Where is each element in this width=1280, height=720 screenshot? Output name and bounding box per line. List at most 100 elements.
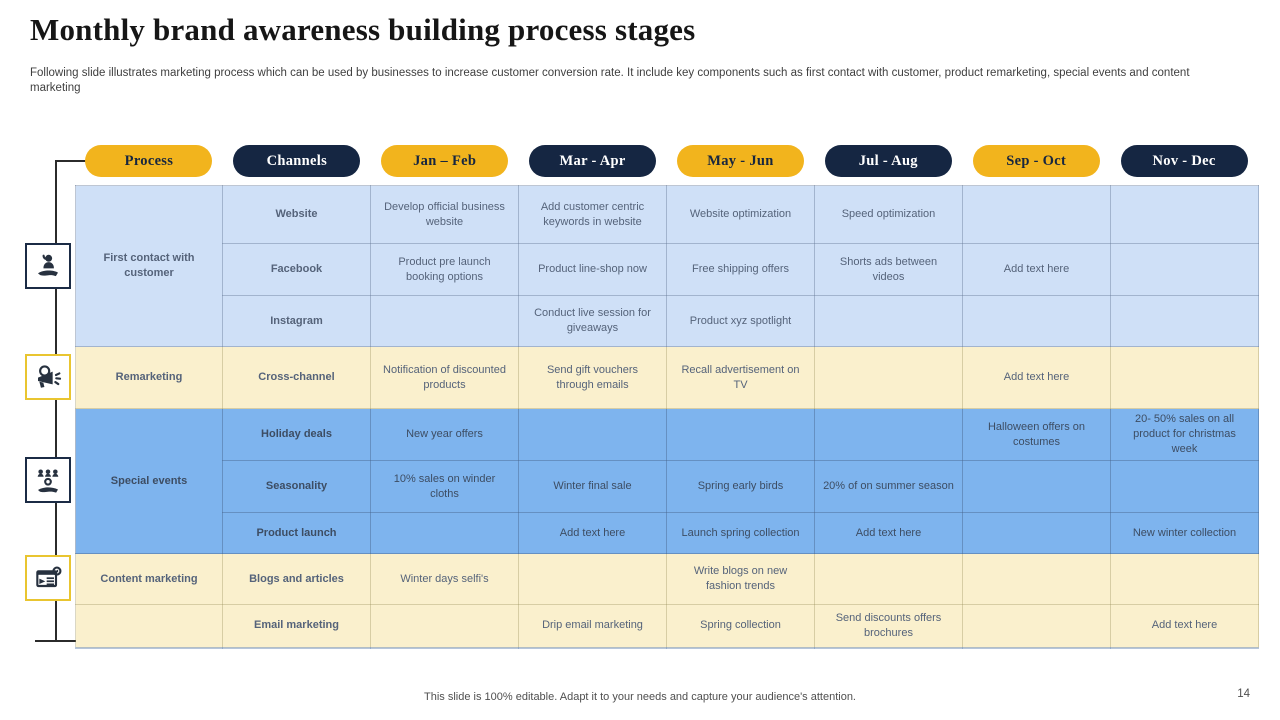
page-number: 14 — [1237, 688, 1250, 700]
header-pill-channels: Channels — [233, 145, 361, 177]
header-pill-mar-apr: Mar - Apr — [529, 145, 657, 177]
icon-box-remarketing — [25, 354, 71, 400]
table-cell — [962, 553, 1111, 605]
channel-cell: Product launch — [222, 512, 371, 554]
table-cell: Add text here — [814, 512, 963, 554]
table-cell: 10% sales on winder cloths — [370, 460, 519, 513]
table-cell: Notification of discounted products — [370, 346, 519, 409]
footer-note: This slide is 100% editable. Adapt it to… — [424, 691, 856, 703]
table-cell: Send discounts offers brochures — [814, 604, 963, 648]
header-pill-may-jun: May - Jun — [676, 145, 804, 177]
channel-cell: Cross-channel — [222, 346, 371, 409]
table-cell: Add customer centric keywords in website — [518, 185, 667, 244]
table-cell: Product xyz spotlight — [666, 295, 815, 347]
page-subtitle: Following slide illustrates marketing pr… — [30, 67, 1190, 95]
table-cell: Shorts ads between videos — [814, 243, 963, 296]
header-pill-jan-feb: Jan – Feb — [381, 145, 509, 177]
process-cell: First contact with customer — [75, 185, 223, 347]
table-cell — [962, 604, 1111, 648]
table-cell: Product line-shop now — [518, 243, 667, 296]
channel-cell: Instagram — [222, 295, 371, 347]
table-cell — [1110, 295, 1259, 347]
channel-cell: Blogs and articles — [222, 553, 371, 605]
table-row: Instagram Conduct live session for giveaw… — [76, 295, 1259, 347]
table-cell — [370, 512, 519, 554]
process-cell: Remarketing — [75, 346, 223, 409]
table-cell: Spring early birds — [666, 460, 815, 513]
table-cell: Website optimization — [666, 185, 815, 244]
connector-horizontal-top — [55, 160, 87, 162]
table-cell — [962, 185, 1111, 244]
table-cell: Halloween offers on costumes — [962, 408, 1111, 461]
connector-vertical — [55, 160, 57, 641]
table-cell: Conduct live session for giveaways — [518, 295, 667, 347]
table-cell: Develop official business website — [370, 185, 519, 244]
page-title: Monthly brand awareness building process… — [30, 12, 696, 47]
table-cell: Product pre launch booking options — [370, 243, 519, 296]
table-cell: 20% of on summer season — [814, 460, 963, 513]
table-cell: Drip email marketing — [518, 604, 667, 648]
process-cell: Special events — [75, 408, 223, 554]
channel-cell: Website — [222, 185, 371, 244]
table-cell — [962, 295, 1111, 347]
table-cell — [814, 295, 963, 347]
table-cell — [370, 295, 519, 347]
table-cell: Spring collection — [666, 604, 815, 648]
table-cell — [1110, 346, 1259, 409]
table-cell: Launch spring collection — [666, 512, 815, 554]
icon-box-first-contact — [25, 243, 71, 289]
table-cell — [814, 553, 963, 605]
channel-cell: Seasonality — [222, 460, 371, 513]
header-pill-nov-dec: Nov - Dec — [1120, 145, 1248, 177]
connector-bottom-cap — [35, 640, 77, 642]
table-cell: Recall advertisement on TV — [666, 346, 815, 409]
team-in-hand-icon — [37, 469, 59, 493]
header-pill-row: Process Channels Jan – Feb Mar - Apr May - J… — [75, 145, 1258, 177]
header-pill-sep-oct: Sep - Oct — [972, 145, 1100, 177]
table-cell: Send gift vouchers through emails — [518, 346, 667, 409]
table-cell — [962, 460, 1111, 513]
table-cell: Add text here — [1110, 604, 1259, 648]
table-cell — [1110, 553, 1259, 605]
channel-cell: Holiday deals — [222, 408, 371, 461]
table-cell: New year offers — [370, 408, 519, 461]
table-cell — [814, 346, 963, 409]
table-cell — [814, 408, 963, 461]
table-cell: Winter days selfi's — [370, 553, 519, 605]
table-cell: Add text here — [518, 512, 667, 554]
table-cell — [1110, 460, 1259, 513]
table-cell: 20- 50% sales on all product for christm… — [1110, 408, 1259, 461]
table-cell — [518, 553, 667, 605]
table-cell: New winter collection — [1110, 512, 1259, 554]
header-pill-process: Process — [85, 145, 213, 177]
table-cell — [518, 408, 667, 461]
table-cell: Add text here — [962, 346, 1111, 409]
process-cell-empty — [75, 604, 223, 648]
channel-cell: Facebook — [222, 243, 371, 296]
table-cell — [962, 512, 1111, 554]
table-cell — [370, 604, 519, 648]
table-cell: Winter final sale — [518, 460, 667, 513]
table-cell: Add text here — [962, 243, 1111, 296]
table-cell: Write blogs on new fashion trends — [666, 553, 815, 605]
customer-in-hand-icon — [38, 254, 58, 277]
process-cell: Content marketing — [75, 553, 223, 605]
megaphone-icon — [38, 365, 62, 388]
table-cell: Speed optimization — [814, 185, 963, 244]
icon-box-special-events — [25, 457, 71, 503]
table-cell: Free shipping offers — [666, 243, 815, 296]
header-pill-jul-aug: Jul - Aug — [824, 145, 952, 177]
table-cell — [1110, 185, 1259, 244]
table-cell — [666, 408, 815, 461]
